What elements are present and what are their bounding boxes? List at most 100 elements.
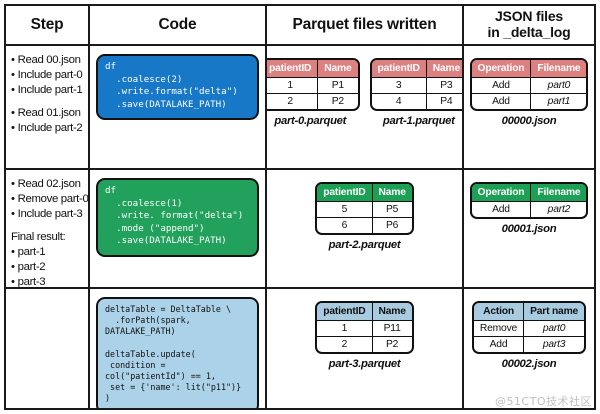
table-row: Add part2 (472, 202, 587, 217)
step-item: Include part-1 (11, 83, 86, 98)
json-tables-row-3: Action Part name Remove part0 Add part3 … (464, 289, 594, 408)
table-row: Add part0 (471, 78, 587, 94)
table-header-row: patientID Name (371, 60, 462, 78)
cell-filename: part0 (531, 78, 587, 94)
parquet-file-caption: part-1.parquet (382, 115, 455, 127)
column-header-name: Name (318, 60, 358, 78)
cell-patientid: 1 (267, 78, 319, 94)
cell-name: P2 (386, 339, 399, 350)
cell-operation: Add (472, 202, 532, 217)
column-header-name: Name (426, 60, 462, 78)
json-cell-row-3: Action Part name Remove part0 Add part3 … (464, 289, 594, 408)
column-header-operation: Operation (471, 184, 532, 202)
parquet-tables-row-2: patientID Name 5 P5 6 P6 part-2.parquet (267, 170, 462, 287)
column-header-patientid: patientID (317, 184, 373, 202)
parquet-file-caption: part-3.parquet (328, 358, 401, 370)
step-block-final-result: Final result: part-1 part-2 part-3 are i… (11, 230, 86, 287)
json-cell-row-2: Operation Filename Add part2 00001.json (464, 170, 594, 289)
column-header-json: JSON files in _delta_log (464, 6, 594, 46)
parquet-tables-row-1: patientID Name 1 P1 2 P2 part-0.parquet (267, 46, 462, 168)
table-header-row: Action Part name (473, 303, 585, 321)
json-table-group-00000: Operation Filename Add part0 Add part1 0… (469, 58, 589, 127)
step-item: Include part-2 (11, 121, 86, 136)
column-header-part-name: Part name (524, 303, 585, 321)
step-block: Read 00.json Include part-0 Include part… (11, 53, 86, 97)
table-header-row: patientID Name (317, 303, 412, 321)
cell-part-name: part3 (542, 339, 566, 350)
step-list-row-1: Read 00.json Include part-0 Include part… (6, 46, 88, 140)
table-row: 1 P1 (267, 78, 358, 94)
column-header-name: Name (372, 184, 412, 202)
json-file-caption: 00001.json (501, 223, 557, 235)
step-block: Read 01.json Include part-2 (11, 106, 86, 136)
cell-filename: part1 (547, 96, 571, 107)
cell-action: Remove (473, 321, 525, 337)
step-item: part-1 (11, 245, 86, 260)
table-row: 4 P4 (372, 94, 463, 109)
column-header-step: Step (6, 6, 90, 46)
parquet-table-part-0: patientID Name 1 P1 2 P2 (267, 58, 360, 111)
step-list-row-2: Read 02.json Remove part-0 Include part-… (6, 170, 88, 287)
cell-patientid: 5 (317, 202, 373, 218)
column-header-filename: Filename (531, 184, 587, 202)
step-list-row-3 (6, 289, 88, 300)
table-row: 6 P6 (317, 218, 412, 233)
parquet-table-group-part-3: patientID Name 1 P11 2 P2 part-3.parquet (315, 301, 414, 370)
table-header-row: patientID Name (317, 184, 412, 202)
cell-filename: part2 (547, 204, 571, 215)
column-header-patientid: patientID (267, 60, 319, 78)
json-file-caption: 00000.json (501, 115, 557, 127)
final-result-label: Final result: (11, 231, 66, 244)
parquet-cell-row-3: patientID Name 1 P11 2 P2 part-3.parquet (267, 289, 464, 408)
delta-lake-table: Step Code Parquet files written JSON fil… (4, 4, 596, 410)
code-block-delta-update: deltaTable = DeltaTable \ .forPath(spark… (96, 297, 259, 408)
json-table-group-00001: Operation Filename Add part2 00001.json (469, 182, 589, 235)
column-header-parquet: Parquet files written (267, 6, 464, 46)
table-row: Add part1 (472, 94, 587, 109)
cell-patientid: 2 (267, 94, 319, 109)
cell-name: P1 (318, 78, 358, 94)
parquet-cell-row-2: patientID Name 5 P5 6 P6 part-2.parquet (267, 170, 464, 289)
cell-name: P5 (372, 202, 412, 218)
cell-patientid: 1 (317, 321, 373, 337)
parquet-cell-row-1: patientID Name 1 P1 2 P2 part-0.parquet (267, 46, 464, 170)
cell-patientid: 3 (371, 78, 427, 94)
table-row: 3 P3 (371, 78, 462, 94)
parquet-table-group-part-0: patientID Name 1 P1 2 P2 part-0.parquet (267, 58, 360, 127)
column-header-json-label-line1: JSON files (494, 8, 563, 25)
step-cell-row-3 (6, 289, 90, 408)
step-cell-row-2: Read 02.json Remove part-0 Include part-… (6, 170, 90, 289)
code-block-write-coalesce-2: df .coalesce(2) .write.format("delta") .… (96, 54, 259, 121)
step-item: Read 02.json (11, 177, 86, 192)
code-cell-row-1: df .coalesce(2) .write.format("delta") .… (90, 46, 267, 170)
cell-patientid: 2 (317, 337, 373, 352)
cell-name: P6 (386, 220, 399, 231)
code-wrapper: deltaTable = DeltaTable \ .forPath(spark… (90, 289, 265, 408)
column-header-code: Code (90, 6, 267, 46)
parquet-file-caption: part-2.parquet (328, 239, 401, 251)
parquet-tables-row-3: patientID Name 1 P11 2 P2 part-3.parquet (267, 289, 462, 408)
parquet-table-part-2: patientID Name 5 P5 6 P6 (315, 182, 414, 235)
cell-operation: Add (472, 94, 532, 109)
column-header-operation: Operation (471, 60, 532, 78)
json-tables-row-2: Operation Filename Add part2 00001.json (464, 170, 594, 287)
column-header-name: Name (372, 303, 412, 321)
column-header-parquet-label: Parquet files written (292, 16, 437, 34)
code-cell-row-2: df .coalesce(1) .write. format("delta") … (90, 170, 267, 289)
json-tables-row-1: Operation Filename Add part0 Add part1 0… (464, 46, 594, 168)
json-cell-row-1: Operation Filename Add part0 Add part1 0… (464, 46, 594, 170)
table-header-row: Operation Filename (471, 60, 587, 78)
table-header-row: Operation Filename (471, 184, 587, 202)
cell-name: P2 (331, 96, 344, 107)
step-item: Remove part-0 (11, 192, 88, 207)
step-item: part-3 (11, 275, 86, 287)
step-item: Read 00.json (11, 53, 86, 68)
step-item: Include part-3 (11, 207, 86, 222)
json-table-group-00002: Action Part name Remove part0 Add part3 … (471, 301, 587, 370)
table-row: 5 P5 (317, 202, 412, 218)
table-row: Remove part0 (473, 321, 585, 337)
step-item: Include part-0 (11, 68, 86, 83)
cell-part-name: part0 (524, 321, 585, 337)
json-table-00002: Action Part name Remove part0 Add part3 (471, 301, 587, 354)
